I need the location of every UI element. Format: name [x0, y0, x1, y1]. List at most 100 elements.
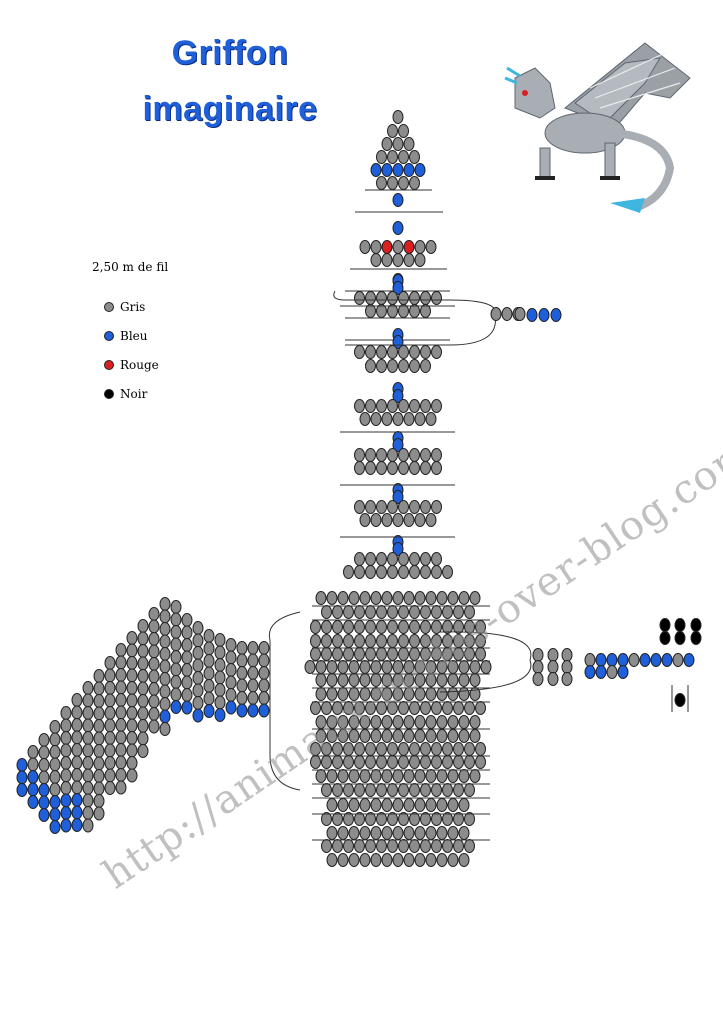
body-bead — [326, 715, 338, 729]
body-bead — [420, 448, 431, 462]
wing-bead — [258, 666, 270, 680]
body-bead — [458, 853, 470, 867]
body-bead — [359, 687, 371, 701]
body-bead — [436, 715, 448, 729]
body-bead — [354, 783, 365, 797]
body-bead — [409, 399, 420, 413]
body-bead — [348, 591, 360, 605]
wing-bead — [159, 622, 171, 636]
body-bead — [436, 853, 448, 867]
body-bead — [464, 755, 475, 769]
body-bead — [420, 839, 431, 853]
legend-label: Bleu — [120, 328, 148, 343]
body-bead — [409, 620, 420, 634]
body-bead — [343, 634, 354, 648]
body-bead — [337, 687, 349, 701]
wing-bead — [159, 672, 171, 686]
body-bead — [365, 500, 376, 514]
wing-bead — [38, 733, 50, 747]
tail-bead — [606, 665, 618, 679]
wing-bead — [170, 600, 182, 614]
body-bead — [414, 715, 426, 729]
body-bead — [398, 701, 409, 715]
wing-bead — [214, 708, 226, 722]
wing-bead — [236, 678, 248, 693]
body-bead — [442, 839, 453, 853]
wing-bead — [93, 806, 105, 821]
body-bead — [425, 715, 437, 729]
body-bead — [376, 552, 387, 566]
body-bead — [387, 755, 398, 769]
body-bead — [458, 687, 470, 701]
wing-bead — [159, 647, 171, 661]
wing-bead — [258, 641, 270, 655]
body-bead — [475, 742, 486, 756]
body-bead — [447, 798, 459, 812]
body-bead — [381, 591, 393, 605]
body-bead — [464, 701, 475, 715]
body-bead — [337, 715, 349, 729]
wing-bead — [236, 653, 248, 668]
body-bead — [332, 620, 343, 634]
body-bead — [420, 399, 431, 413]
tail-tip-bead — [690, 618, 702, 632]
body-bead — [436, 798, 448, 812]
wing-bead — [137, 669, 149, 683]
wing-bead — [137, 706, 149, 721]
body-bead — [414, 412, 426, 426]
body-bead — [326, 853, 338, 867]
body-bead — [365, 565, 376, 579]
body-bead — [431, 634, 442, 648]
wing-bead — [203, 679, 215, 693]
head-bead — [376, 176, 387, 190]
head-bead — [381, 163, 393, 177]
wing-bead — [60, 756, 72, 770]
wing-bead — [104, 756, 116, 770]
body-bead — [343, 742, 354, 756]
body-bead — [398, 448, 409, 462]
body-bead — [387, 647, 398, 661]
body-bead — [436, 687, 448, 701]
body-bead — [403, 591, 415, 605]
wing-bead — [126, 643, 138, 658]
tail-bead — [561, 648, 573, 662]
body-bead — [365, 399, 376, 413]
body-bead — [431, 500, 442, 514]
body-bead — [321, 755, 332, 769]
body-bead — [475, 701, 486, 715]
wing-bead — [126, 743, 138, 758]
body-bead — [442, 783, 453, 797]
tail-bead — [606, 653, 618, 667]
wing-bead — [192, 646, 204, 660]
head-bead — [409, 176, 420, 190]
wing-bead — [148, 719, 160, 734]
body-bead — [392, 591, 404, 605]
wing-bead — [159, 634, 171, 649]
body-bead — [332, 755, 343, 769]
body-bead — [370, 673, 382, 687]
body-bead — [365, 742, 376, 756]
wing-bead — [148, 607, 160, 621]
wing-bead — [49, 820, 61, 834]
wing-bead — [247, 666, 259, 680]
body-bead — [442, 701, 453, 715]
wing-bead — [159, 597, 171, 611]
body-bead — [359, 660, 371, 674]
wing-bead — [159, 659, 171, 674]
tail-bead — [617, 653, 629, 667]
tail-bead — [650, 653, 662, 667]
body-bead — [403, 798, 415, 812]
body-bead — [453, 647, 464, 661]
body-bead — [409, 605, 420, 619]
legend-label: Rouge — [120, 357, 159, 372]
body-bead — [315, 660, 327, 674]
body-bead — [332, 605, 343, 619]
wing-bead — [181, 688, 193, 702]
body-bead — [332, 812, 343, 826]
body-bead — [414, 853, 426, 867]
body-bead — [420, 359, 431, 373]
body-bead — [403, 673, 415, 687]
body-bead — [458, 715, 470, 729]
wing-bead — [192, 658, 204, 673]
wing-bead — [60, 806, 72, 820]
